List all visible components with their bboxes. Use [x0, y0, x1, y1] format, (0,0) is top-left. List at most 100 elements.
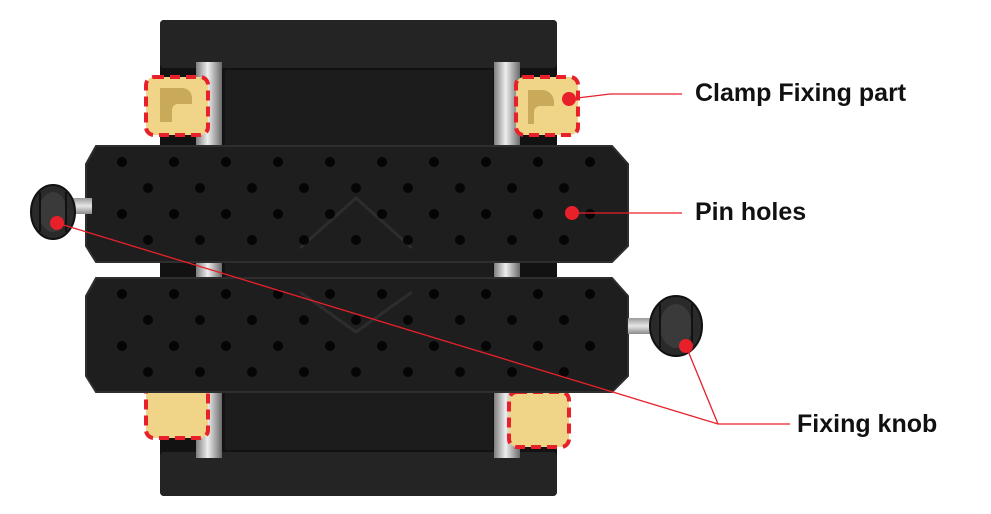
pin-hole	[585, 209, 595, 219]
pin-hole	[299, 367, 309, 377]
pin-holes-upper	[117, 157, 595, 245]
pin-hole	[143, 367, 153, 377]
pin-hole	[117, 341, 127, 351]
clamp-fixing-part-top-right	[514, 75, 580, 137]
fixing-knob-right[interactable]	[628, 295, 703, 357]
bottom-end-block	[160, 452, 557, 496]
clamp-fixing-part-top-left	[144, 75, 210, 137]
pin-hole	[299, 315, 309, 325]
pin-hole	[403, 235, 413, 245]
pin-hole	[273, 209, 283, 219]
pin-hole	[169, 209, 179, 219]
label-pin-holes: Pin holes	[695, 198, 807, 226]
clamp-fixing-parts	[144, 75, 580, 449]
pin-hole	[585, 157, 595, 167]
pin-hole	[377, 157, 387, 167]
marker-clamp	[562, 92, 576, 106]
pin-hole	[481, 341, 491, 351]
pin-hole	[169, 341, 179, 351]
pin-hole	[247, 183, 257, 193]
pin-hole	[143, 235, 153, 245]
label-clamp-fixing-part: Clamp Fixing part	[695, 79, 907, 107]
pin-hole	[403, 315, 413, 325]
pin-hole	[507, 315, 517, 325]
pin-hole	[429, 289, 439, 299]
pin-hole	[351, 315, 361, 325]
pin-hole	[377, 289, 387, 299]
pin-hole	[455, 367, 465, 377]
pin-plate-upper	[85, 145, 629, 263]
v-groove-lower	[299, 290, 413, 334]
pin-hole	[117, 289, 127, 299]
leader-line-clamp	[568, 93, 682, 100]
fixing-knob-left[interactable]	[30, 184, 92, 240]
pin-hole	[247, 235, 257, 245]
pin-plates	[85, 145, 629, 393]
pin-hole	[273, 341, 283, 351]
pin-hole	[455, 315, 465, 325]
top-end-block	[160, 20, 557, 68]
callout-fixing-knob	[50, 216, 790, 425]
pin-hole	[533, 157, 543, 167]
pin-hole	[195, 315, 205, 325]
pin-hole	[221, 289, 231, 299]
pin-hole	[117, 157, 127, 167]
pin-hole	[169, 289, 179, 299]
pin-hole	[247, 367, 257, 377]
pin-hole	[429, 209, 439, 219]
pin-hole	[507, 367, 517, 377]
pin-hole	[325, 289, 335, 299]
pin-hole	[143, 183, 153, 193]
pin-hole	[429, 341, 439, 351]
pin-hole	[585, 289, 595, 299]
pin-hole	[325, 341, 335, 351]
pin-hole	[559, 235, 569, 245]
marker-pin-holes	[565, 206, 579, 220]
v-groove-upper	[299, 195, 413, 250]
pin-hole	[299, 183, 309, 193]
pin-hole	[533, 341, 543, 351]
pin-hole	[195, 367, 205, 377]
marker-knob-left	[50, 216, 64, 230]
pin-hole	[455, 183, 465, 193]
pin-hole	[507, 235, 517, 245]
callout-pin-holes	[565, 206, 682, 220]
pin-hole	[403, 367, 413, 377]
pin-hole	[273, 157, 283, 167]
pin-hole	[559, 367, 569, 377]
pin-hole	[195, 235, 205, 245]
fixing-knob-icon	[649, 295, 703, 357]
pin-hole	[247, 315, 257, 325]
pin-hole	[481, 157, 491, 167]
leader-line-knob-right	[685, 345, 719, 425]
pin-hole	[195, 183, 205, 193]
pin-hole	[481, 289, 491, 299]
pin-hole	[455, 235, 465, 245]
pin-hole	[351, 183, 361, 193]
pin-hole	[533, 209, 543, 219]
label-fixing-knob: Fixing knob	[797, 410, 938, 438]
pin-hole	[221, 209, 231, 219]
pin-hole	[221, 341, 231, 351]
pin-hole	[117, 209, 127, 219]
clamp-fixing-part-bottom-right	[507, 390, 571, 449]
pin-hole	[351, 235, 361, 245]
pin-hole	[559, 183, 569, 193]
pin-hole	[143, 315, 153, 325]
pin-holes-lower	[117, 289, 595, 377]
pin-hole	[325, 209, 335, 219]
knob-screw-right	[628, 318, 650, 334]
pin-hole	[299, 235, 309, 245]
pin-hole	[325, 157, 335, 167]
marker-knob-right	[679, 339, 693, 353]
callout-clamp-fixing-part	[562, 92, 682, 106]
fixing-knob-icon	[30, 184, 76, 240]
pin-hole	[481, 209, 491, 219]
pin-hole	[429, 157, 439, 167]
pin-hole	[559, 315, 569, 325]
pin-hole	[169, 157, 179, 167]
pin-hole	[351, 367, 361, 377]
pin-hole	[533, 289, 543, 299]
